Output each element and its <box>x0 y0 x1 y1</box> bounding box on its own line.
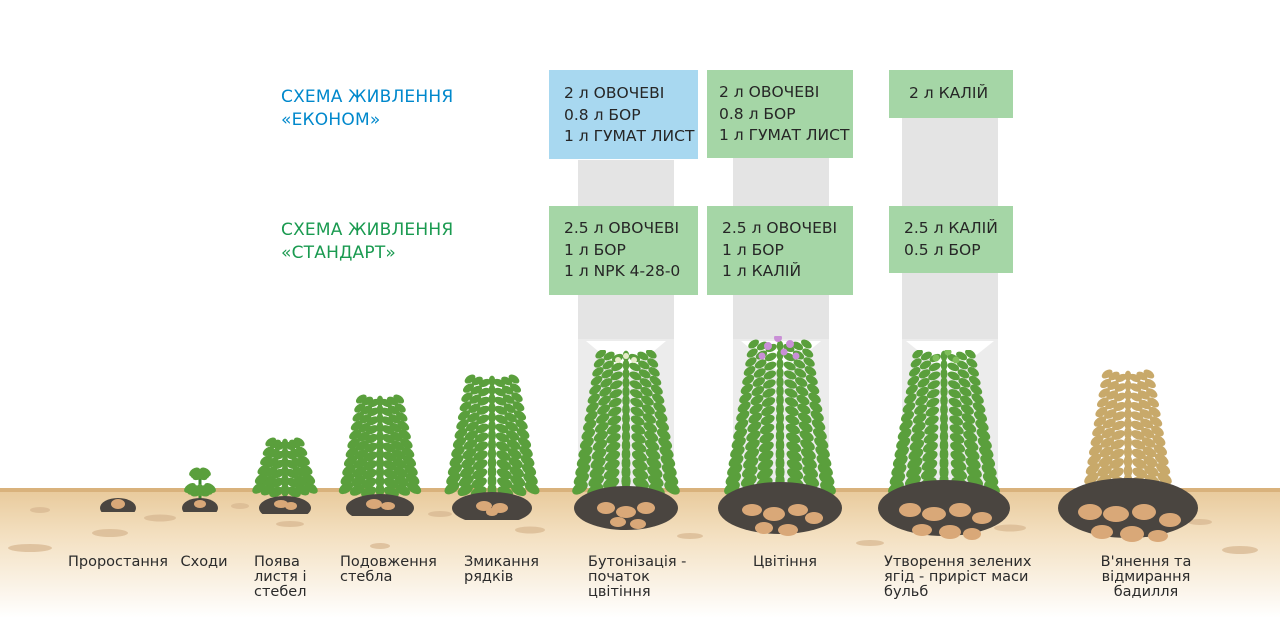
plant-row-closure <box>444 374 540 520</box>
plant-wilting <box>1058 369 1198 542</box>
econom-dose-box-3: 2 л КАЛІЙ <box>889 70 1013 118</box>
stage-label-sprouting: Проростання <box>64 555 172 570</box>
econom-box-2-line-2: 0.8 л БОР <box>719 104 796 123</box>
stage-label-flowering: Цвітіння <box>740 555 830 570</box>
stage-4-line-1: Подовження <box>340 554 437 570</box>
stage-6-line-1: Бутонізація - <box>588 554 687 570</box>
scheme-standard-line-1: СХЕМА ЖИВЛЕННЯ <box>281 220 454 240</box>
stage-8-line-3: бульб <box>884 584 929 600</box>
plant-budding <box>572 350 680 530</box>
stage-7-line-1: Цвітіння <box>753 554 817 570</box>
standard-box-1-line-1: 2.5 л ОВОЧЕВІ <box>564 219 680 237</box>
stage-6-line-2: початок <box>588 569 650 585</box>
econom-box-1-line-1: 2 л ОВОЧЕВІ <box>564 84 665 102</box>
stage-8-line-1: Утворення зелених <box>884 554 1032 570</box>
standard-box-3-line-1: 2.5 л КАЛІЙ <box>904 219 998 237</box>
standard-box-3-line-2: 0.5 л БОР <box>904 240 981 259</box>
stage-5-line-1: Змикання <box>464 554 539 570</box>
stage-2-line-1: Сходи <box>180 554 228 570</box>
econom-box-2-line-3: 1 л ГУМАТ ЛИСТ <box>719 126 850 144</box>
stage-label-green-berries: Утворення зелених ягід - приріст маси бу… <box>884 555 1044 600</box>
scheme-standard-label: СХЕМА ЖИВЛЕННЯ «СТАНДАРТ» <box>281 219 453 265</box>
plant-flowering <box>718 336 842 536</box>
stage-3-line-3: стебел <box>254 584 307 600</box>
econom-box-1-line-3: 1 л ГУМАТ ЛИСТ <box>564 127 695 145</box>
plant-sprouting <box>100 498 136 512</box>
scheme-econom-line-1: СХЕМА ЖИВЛЕННЯ <box>281 87 454 107</box>
standard-dose-box-1: 2.5 л ОВОЧЕВІ 1 л БОР 1 л NPK 4-28-0 <box>549 206 698 295</box>
stage-3-line-1: Поява <box>254 554 300 570</box>
standard-box-1-line-3: 1 л NPK 4-28-0 <box>564 262 681 280</box>
plant-green-berries <box>878 350 1010 540</box>
stage-label-emergence: Сходи <box>176 555 232 570</box>
plant-leaves-stems <box>252 437 318 514</box>
stage-9-line-1: В'янення та <box>1100 554 1192 570</box>
econom-box-2-line-1: 2 л ОВОЧЕВІ <box>719 83 820 101</box>
standard-box-2-line-3: 1 л КАЛІЙ <box>722 262 802 280</box>
stage-label-wilting: В'янення та відмирання бадилля <box>1090 555 1202 600</box>
stage-1-line-1: Проростання <box>67 554 169 570</box>
econom-box-3-line-1: 2 л КАЛІЙ <box>909 84 989 102</box>
standard-box-2-line-1: 2.5 л ОВОЧЕВІ <box>722 219 838 237</box>
stage-label-leaves-stems: Поява листя і стебел <box>254 555 320 600</box>
standard-dose-box-2: 2.5 л ОВОЧЕВІ 1 л БОР 1 л КАЛІЙ <box>707 206 853 295</box>
scheme-econom-label: СХЕМА ЖИВЛЕННЯ «ЕКОНОМ» <box>281 86 453 132</box>
scheme-standard-line-2: «СТАНДАРТ» <box>281 243 397 263</box>
stage-label-row-closure: Змикання рядків <box>464 555 548 585</box>
plant-emergence <box>182 467 218 512</box>
econom-dose-box-2: 2 л ОВОЧЕВІ 0.8 л БОР 1 л ГУМАТ ЛИСТ <box>707 70 853 158</box>
standard-box-1-line-2: 1 л БОР <box>564 240 626 259</box>
stage-5-line-2: рядків <box>464 569 514 585</box>
stage-6-line-3: цвітіння <box>588 584 651 600</box>
standard-dose-box-3: 2.5 л КАЛІЙ 0.5 л БОР <box>889 206 1013 273</box>
stage-9-line-2: відмирання <box>1101 569 1191 585</box>
stage-3-line-2: листя і <box>254 569 307 585</box>
stage-label-budding: Бутонізація - початок цвітіння <box>588 555 700 600</box>
scheme-econom-line-2: «ЕКОНОМ» <box>281 110 381 130</box>
stage-8-line-2: ягід - приріст маси <box>884 569 1029 585</box>
stage-label-stem-elongation: Подовження стебла <box>340 555 444 585</box>
econom-box-1-line-2: 0.8 л БОР <box>564 105 641 124</box>
standard-box-2-line-2: 1 л БОР <box>722 240 784 259</box>
stage-4-line-2: стебла <box>340 569 393 585</box>
econom-dose-box-1: 2 л ОВОЧЕВІ 0.8 л БОР 1 л ГУМАТ ЛИСТ <box>549 70 698 159</box>
plant-stem-elongation <box>338 394 422 516</box>
stage-9-line-3: бадилля <box>1113 584 1179 600</box>
